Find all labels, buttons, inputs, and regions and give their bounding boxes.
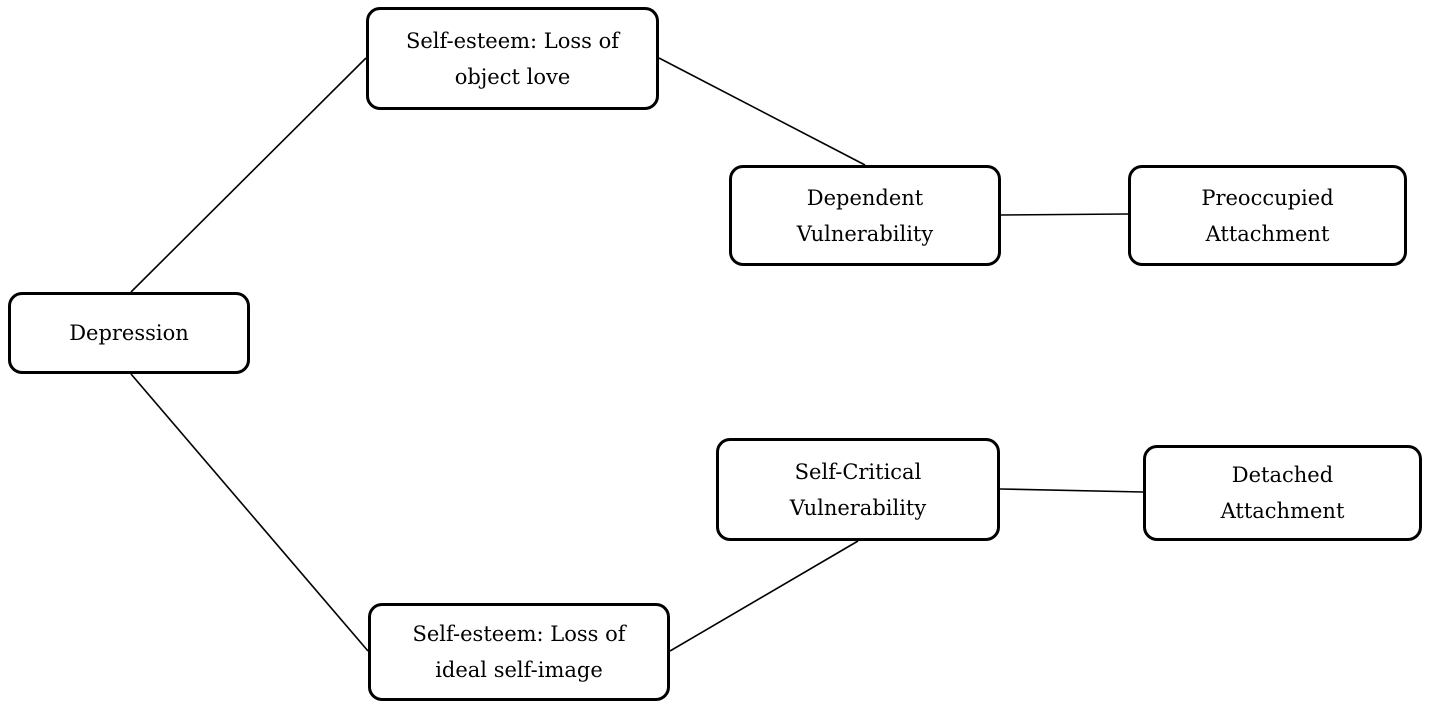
edge-depression-to-loss-object-love [130,57,367,293]
node-label: Detached Attachment [1220,463,1345,523]
node-loss-of-object-love: Self-esteem: Loss of object love [366,7,659,110]
node-label: Self-Critical Vulnerability [789,459,927,520]
edge-loss-object-love-to-dependent-vulnerability [658,57,866,166]
node-loss-of-ideal-self-image: Self-esteem: Loss of ideal self-image [368,603,670,701]
edge-dependent-vulnerability-to-preoccupied-attachment [1000,213,1129,216]
edge-loss-ideal-self-image-to-self-critical-vulnerability [669,540,859,652]
node-self-critical-vulnerability: Self-Critical Vulnerability [716,438,1000,541]
node-dependent-vulnerability: Dependent Vulnerability [729,165,1001,266]
edge-self-critical-vulnerability-to-detached-attachment [999,488,1144,493]
node-detached-attachment: Detached Attachment [1143,445,1422,541]
node-label: Self-esteem: Loss of ideal self-image [412,622,626,682]
node-preoccupied-attachment: Preoccupied Attachment [1128,165,1407,266]
node-label: Dependent Vulnerability [796,185,934,246]
node-label: Depression [69,321,189,345]
edge-depression-to-loss-ideal-self-image [130,373,369,652]
node-depression: Depression [8,292,250,374]
node-label: Self-esteem: Loss of object love [405,28,620,89]
node-label: Preoccupied Attachment [1201,185,1334,246]
